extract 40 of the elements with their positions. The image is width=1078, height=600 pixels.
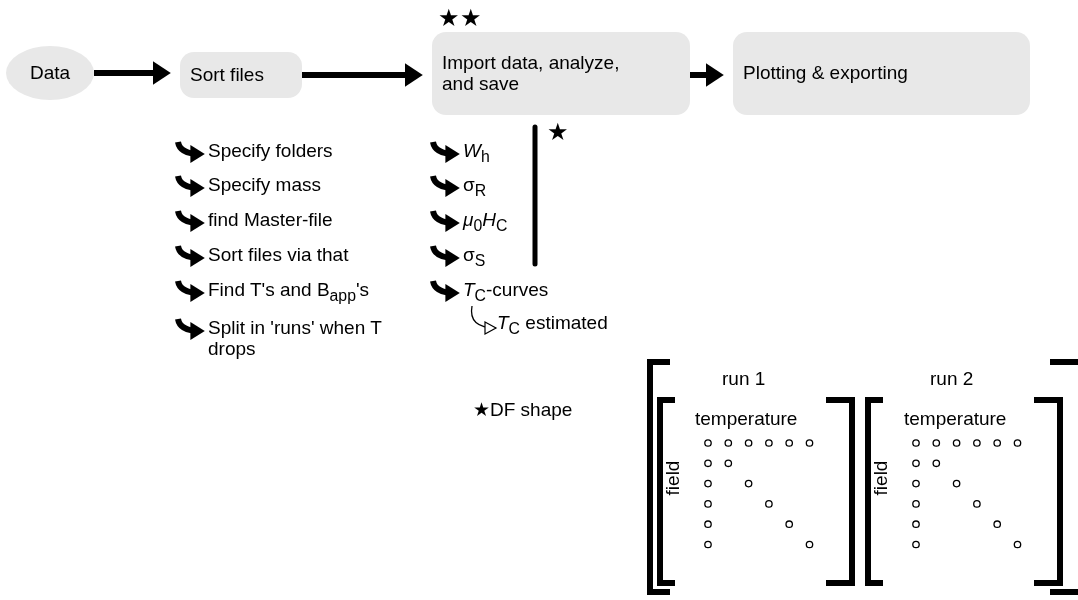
- curved-arrow: [430, 175, 460, 197]
- curved-arrow: [430, 280, 460, 302]
- run-title: run 1: [722, 368, 766, 390]
- axis-title: temperature: [904, 408, 1007, 430]
- process-box: Plotting & exporting: [733, 32, 1030, 115]
- list-item: find Master-file: [208, 210, 408, 234]
- list-item: σ$_{S}$: [463, 245, 523, 273]
- curved-arrow: [175, 318, 205, 340]
- block-arrow: [690, 63, 724, 87]
- stars: ★★: [438, 4, 482, 32]
- process-box: Import data, analyze, and save: [432, 32, 690, 115]
- note: ★DF shape: [473, 398, 573, 421]
- curved-arrow: [175, 245, 205, 267]
- list-item: σ$_{R}$: [463, 175, 523, 203]
- list-item: Find T's and B$_{app}$'s: [208, 280, 428, 308]
- data-oval: Data: [6, 46, 94, 100]
- list-item: μ$_{0}$H$_{C}$: [463, 210, 533, 238]
- process-box: Sort files: [180, 52, 302, 98]
- list-item: Specify mass: [208, 175, 408, 199]
- curved-arrow: [430, 141, 460, 163]
- list-item: T$_{C}$-curves: [463, 280, 603, 308]
- axis-title: temperature: [695, 408, 798, 430]
- curved-arrow: [175, 280, 205, 302]
- axis-title: field: [870, 460, 893, 496]
- curved-arrow: [430, 245, 460, 267]
- curved-arrow: [175, 210, 205, 232]
- curved-arrow: [430, 210, 460, 232]
- star-mark: ★: [547, 118, 569, 146]
- block-arrow: [302, 63, 423, 87]
- list-item: W$_{h}$: [463, 141, 523, 169]
- list-item: Split in 'runs' when T drops: [208, 318, 408, 364]
- axis-title: field: [662, 460, 685, 496]
- curved-arrow: [175, 141, 205, 163]
- run-title: run 2: [930, 368, 974, 390]
- list-item: Sort files via that: [208, 245, 408, 269]
- list-item: T$_{C}$ estimated: [497, 313, 657, 341]
- hollow-curved-arrow: [470, 305, 497, 335]
- list-item: Specify folders: [208, 141, 408, 165]
- curved-arrow: [175, 175, 205, 197]
- block-arrow: [94, 61, 171, 85]
